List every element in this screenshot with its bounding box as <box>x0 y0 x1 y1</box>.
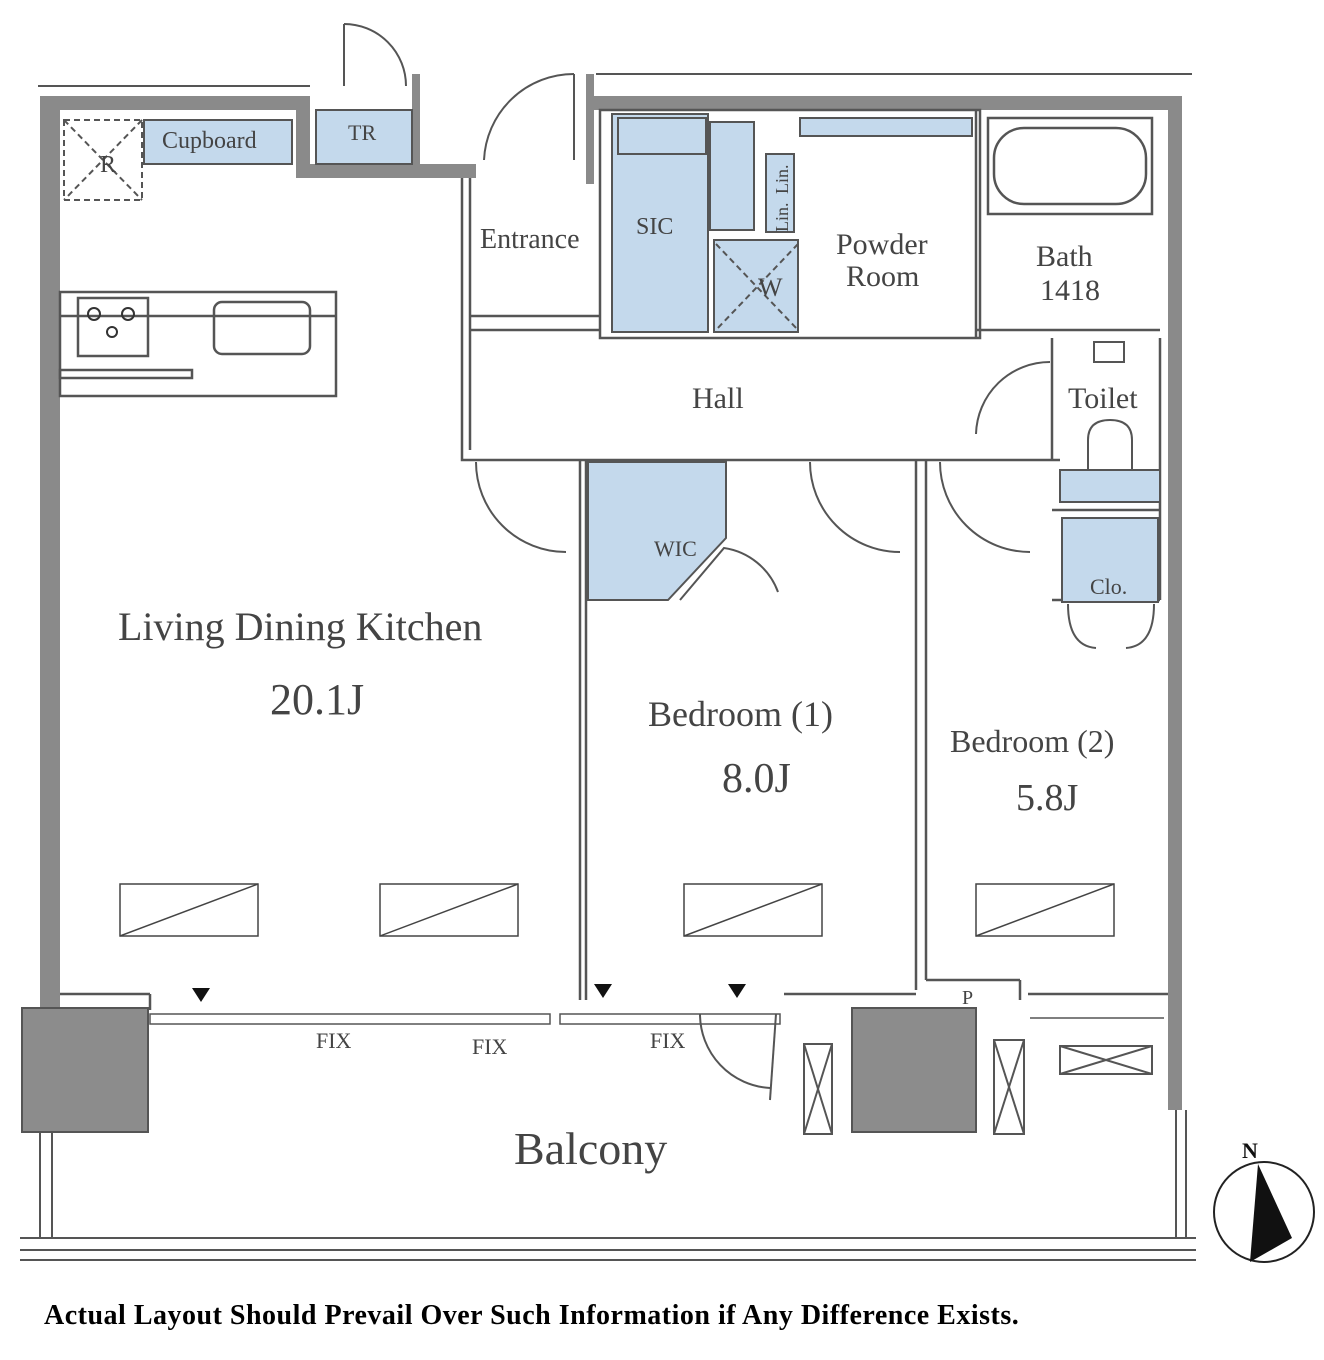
tr-label: TR <box>348 120 376 145</box>
sic-label: SIC <box>636 214 673 240</box>
refrigerator-label: R <box>100 152 116 178</box>
fix-label-3: FIX <box>650 1028 686 1053</box>
fix-label-1: FIX <box>316 1028 352 1053</box>
ldk-size: 20.1J <box>270 675 364 724</box>
ac-units <box>119 883 1115 937</box>
storage-areas <box>143 109 1161 603</box>
ldk-name: Living Dining Kitchen <box>118 604 482 649</box>
powder-room-label-line2: Room <box>846 260 919 293</box>
pillars <box>21 1007 977 1133</box>
kitchen-counter <box>58 296 312 380</box>
compass-north-label: N <box>1242 1138 1258 1163</box>
refrigerator-box <box>63 119 799 331</box>
hall-label: Hall <box>692 382 744 415</box>
pipe-label: P <box>962 987 973 1009</box>
clo-label: Clo. <box>1090 574 1127 599</box>
bath-label-line1: Bath <box>1036 240 1093 273</box>
floor-plan: R Cupboard TR Entrance SIC W Powder Room… <box>20 23 1315 1263</box>
bedroom2-name: Bedroom (2) <box>950 723 1114 759</box>
cupboard-label: Cupboard <box>162 128 257 154</box>
toilet-icon <box>1087 341 1133 470</box>
bedroom1-name: Bedroom (1) <box>648 694 833 734</box>
stove-burners-icon <box>87 307 135 338</box>
balcony-label: Balcony <box>514 1123 667 1174</box>
entrance-label: Entrance <box>480 224 580 255</box>
toilet-label: Toilet <box>1068 382 1138 415</box>
linen-label-2: Lin. <box>772 203 792 233</box>
balcony-units <box>803 1039 1153 1135</box>
disclaimer-text: Actual Layout Should Prevail Over Such I… <box>44 1300 1020 1331</box>
compass-icon <box>1213 1161 1315 1263</box>
balcony-railing <box>20 1110 1196 1261</box>
bedroom2-size: 5.8J <box>1016 777 1078 819</box>
wic-label: WIC <box>654 536 697 561</box>
window-frames <box>149 1013 1164 1025</box>
interior-walls <box>58 108 1168 1010</box>
walls <box>40 74 1182 1110</box>
washer-label: W <box>758 273 783 302</box>
powder-room-label-line1: Powder <box>836 228 928 261</box>
direction-markers <box>192 984 746 1002</box>
bedroom1-size: 8.0J <box>722 756 791 802</box>
bathtub-icon <box>986 116 1154 216</box>
door-swings <box>343 23 1155 1101</box>
linen-label-1: Lin. <box>772 165 792 195</box>
fix-label-2: FIX <box>472 1034 508 1059</box>
bath-label-line2: 1418 <box>1040 274 1100 307</box>
